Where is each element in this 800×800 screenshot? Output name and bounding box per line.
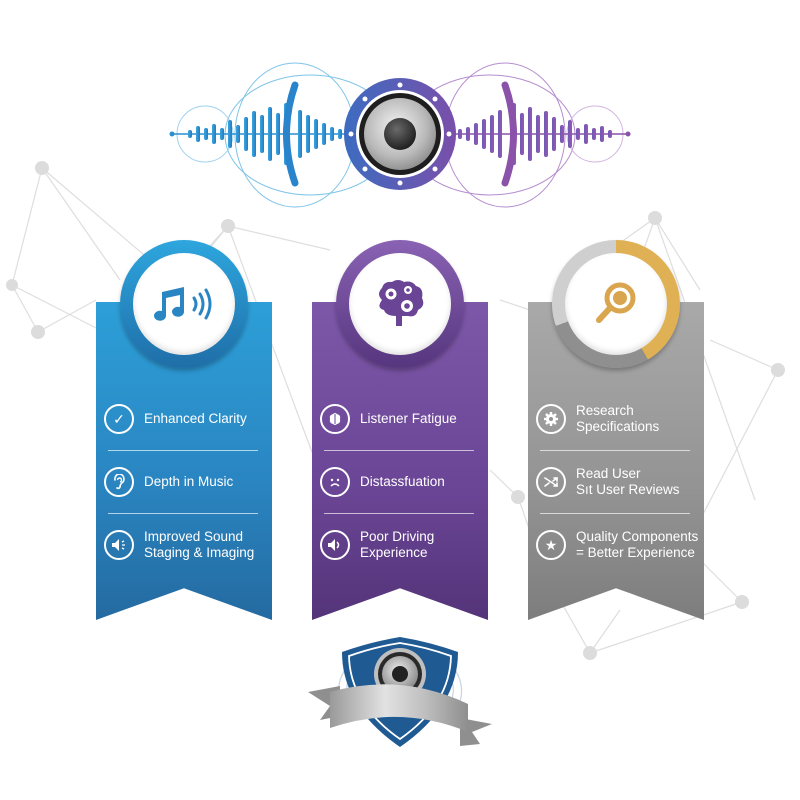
speaker-soundwave-icon [169, 62, 631, 208]
divider [324, 450, 474, 451]
benefits-banner: ✓ Enhanced Clarity Depth in Music Improv… [96, 240, 272, 620]
music-note-sound-icon [154, 287, 212, 321]
brain-gears-icon [379, 280, 424, 326]
list-item: Depth in Music [96, 451, 272, 513]
star-icon: ★ [536, 530, 566, 560]
problems-banner: Listener Fatigue Distassfuation Poor Dri… [312, 240, 488, 620]
divider [108, 450, 258, 451]
item-label: Quality Components= Better Experience [576, 529, 699, 560]
brain-icon [320, 404, 350, 434]
magnifier-icon [596, 282, 636, 323]
benefits-list: ✓ Enhanced Clarity Depth in Music Improv… [96, 388, 272, 576]
checkmark-icon: ✓ [104, 404, 134, 434]
shuffle-arrows-icon [536, 467, 566, 497]
list-item: ★ Quality Components= Better Experience [528, 514, 704, 576]
speaker-icon [320, 530, 350, 560]
problems-list: Listener Fatigue Distassfuation Poor Dri… [312, 388, 488, 576]
list-item: Listener Fatigue [312, 388, 488, 450]
item-label: Depth in Music [144, 474, 234, 489]
divider [540, 513, 690, 514]
gear-icon [536, 404, 566, 434]
item-label: Enhanced Clarity [144, 411, 247, 426]
list-item: ✓ Enhanced Clarity [96, 388, 272, 450]
shield-speaker-ribbon-icon [308, 637, 492, 747]
list-item: Distassfuation [312, 451, 488, 513]
badge-ring [120, 240, 248, 368]
divider [108, 513, 258, 514]
badge-ring [552, 240, 680, 368]
badge-ring [336, 240, 464, 368]
speaker-sound-icon [104, 530, 134, 560]
divider [540, 450, 690, 451]
item-label: Distassfuation [360, 474, 445, 489]
sad-face-icon [320, 467, 350, 497]
ear-icon [104, 467, 134, 497]
item-label: Listener Fatigue [360, 411, 457, 426]
divider [324, 513, 474, 514]
